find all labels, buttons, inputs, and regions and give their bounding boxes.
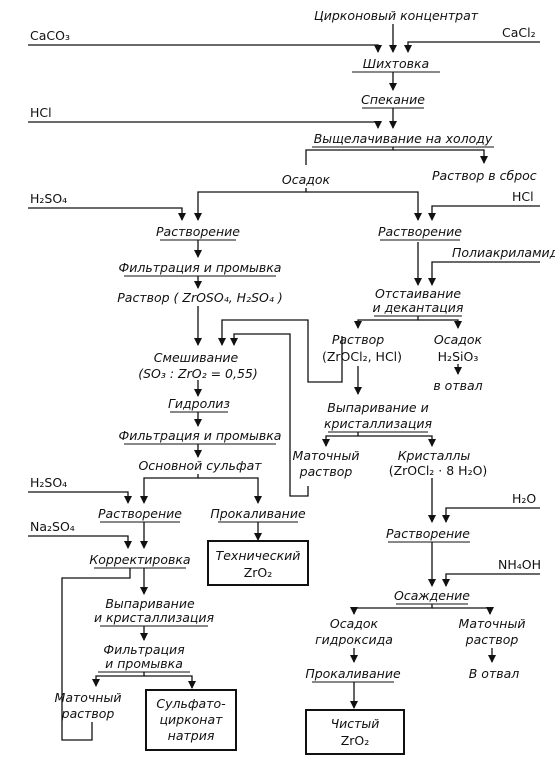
node-dissolution-3: Растворение <box>98 506 182 521</box>
arrow-to-calcination <box>198 477 262 504</box>
input-h2o: H₂O <box>512 491 536 506</box>
node-evaporation-2: кристаллизация <box>324 416 432 431</box>
node-mother-liquor-2a: Маточный <box>459 616 526 631</box>
node-dissolution-left: Растворение <box>156 224 240 239</box>
node-filtration-3a: Фильтрация <box>103 642 185 657</box>
node-cold-leach: Выщелачивание на холоду <box>314 131 493 146</box>
node-mother-liquor-3b: раствор <box>61 706 115 721</box>
input-hcl-1: HCl <box>30 105 52 120</box>
arrow-h2so4-1 <box>28 207 186 221</box>
input-h2so4-1: H₂SO₄ <box>30 191 67 206</box>
node-to-dump-2: В отвал <box>469 666 520 681</box>
node-filtration-2: Фильтрация и промывка <box>119 428 282 443</box>
node-evaporation-4: и кристаллизация <box>94 610 215 625</box>
node-precipitate: Осадок <box>282 172 331 187</box>
arrow-h2so4-2 <box>28 491 132 504</box>
node-dissolution-right: Растворение <box>378 224 462 239</box>
process-labels: Цирконовый концентрат Шихтовка Спекание … <box>55 8 537 748</box>
node-precipitation: Осаждение <box>394 588 470 603</box>
node-adjustment: Корректировка <box>89 552 190 567</box>
node-evaporation-1: Выпаривание и <box>327 400 428 415</box>
arrow-h2o <box>442 507 540 523</box>
sulfatozirconate-box <box>145 689 237 751</box>
input-cacl2: CaCl₂ <box>502 25 536 40</box>
node-solution-waste: Раствор в сброс <box>432 168 537 183</box>
arrow-caco3 <box>28 44 382 53</box>
node-solution-zrocl2-2: (ZrOCl₂, HCl) <box>322 349 402 364</box>
arrow-na2so4 <box>28 535 132 549</box>
flow-lines <box>28 24 540 741</box>
input-h2so4-2: H₂SO₄ <box>30 475 67 490</box>
arrow-hcl-1 <box>28 121 382 129</box>
node-crystals-2: (ZrOCl₂ · 8 H₂O) <box>389 463 488 478</box>
node-solution-zroso4: Раствор ( ZrOSO₄, H₂SO₄ ) <box>117 290 282 305</box>
node-solution-zrocl2-1: Раствор <box>332 332 384 347</box>
node-filtration-3b: и промывка <box>105 656 183 671</box>
split-leach <box>305 147 394 165</box>
loop-solution-to-mix <box>218 319 343 383</box>
pure-zro2-box <box>305 709 405 755</box>
input-polyacrylamide: Полиакриламид <box>452 245 555 260</box>
node-filtration-1: Фильтрация и промывка <box>119 260 282 275</box>
node-evaporation-3: Выпаривание <box>105 596 195 611</box>
arrow-polyacrylamide <box>428 261 540 286</box>
node-mother-liquor-2b: раствор <box>465 632 519 647</box>
node-sulfatozirconate-1: Сульфато- <box>156 696 226 711</box>
node-h2sio3-2: H₂SiO₃ <box>438 349 479 364</box>
node-mother-liquor-3a: Маточный <box>55 690 122 705</box>
node-pure-zro2-2: ZrO₂ <box>341 733 370 748</box>
split-precipitation <box>350 604 433 615</box>
node-hydroxide-2: гидроксида <box>315 632 393 647</box>
arrow-to-waste <box>393 149 488 164</box>
node-settling-2: и декантация <box>373 300 464 315</box>
loop-mother-to-adjust <box>61 568 131 741</box>
node-pure-zro2-1: Чистый <box>331 716 380 731</box>
node-mixing-ratio: (SO₃ : ZrO₂ = 0,55) <box>138 366 258 381</box>
node-mother-liquor-1a: Маточный <box>293 448 360 463</box>
node-h2sio3-1: Осадок <box>434 332 483 347</box>
node-basic-sulfate: Основной сульфат <box>138 458 262 473</box>
node-calcination-2: Прокаливание <box>305 666 401 681</box>
arrow-hcl-2 <box>428 205 540 221</box>
node-sulfatozirconate-2: цирконат <box>160 712 224 727</box>
arrow-to-mother-2 <box>432 607 494 615</box>
node-dissolution-4: Растворение <box>386 526 470 541</box>
arrow-to-crystals <box>358 435 436 447</box>
split-settling <box>354 316 419 329</box>
node-charge: Шихтовка <box>363 56 429 71</box>
split-evaporation <box>322 432 359 447</box>
input-nh4oh: NH₄OH <box>498 557 541 572</box>
arrow-nh4oh <box>442 573 540 587</box>
underlines <box>94 71 494 683</box>
input-hcl-2: HCl <box>512 189 534 204</box>
node-sulfatozirconate-3: натрия <box>168 728 215 743</box>
node-sintering: Спекание <box>361 92 425 107</box>
arrow-to-h2sio3 <box>418 319 462 329</box>
node-settling-1: Отстаивание <box>375 286 461 301</box>
node-crystals-1: Кристаллы <box>398 448 471 463</box>
technical-zro2-box <box>207 540 309 586</box>
split-precipitate <box>194 188 307 221</box>
node-concentrate: Цирконовый концентрат <box>314 8 479 23</box>
arrow-cacl2 <box>404 41 540 53</box>
input-labels: CaCO₃ CaCl₂ HCl H₂SO₄ HCl Полиакриламид … <box>30 25 555 572</box>
node-technical-zro2-1: Технический <box>216 548 301 563</box>
arrow-precip-right <box>306 191 422 221</box>
node-hydroxide-1: Осадок <box>330 616 379 631</box>
input-caco3: CaCO₃ <box>30 28 70 43</box>
input-na2so4: Na₂SO₄ <box>30 519 75 534</box>
node-technical-zro2-2: ZrO₂ <box>244 565 273 580</box>
node-mixing: Смешивание <box>154 350 239 365</box>
loop-mother-to-mix <box>230 333 309 497</box>
node-mother-liquor-1b: раствор <box>299 464 353 479</box>
split-basic <box>140 474 199 504</box>
split-filtration <box>92 672 145 687</box>
node-hydrolysis: Гидролиз <box>168 396 230 411</box>
arrow-to-sulfatozirconate <box>144 675 196 689</box>
node-to-dump-1: в отвал <box>433 378 482 393</box>
node-calcination-1: Прокаливание <box>210 506 306 521</box>
